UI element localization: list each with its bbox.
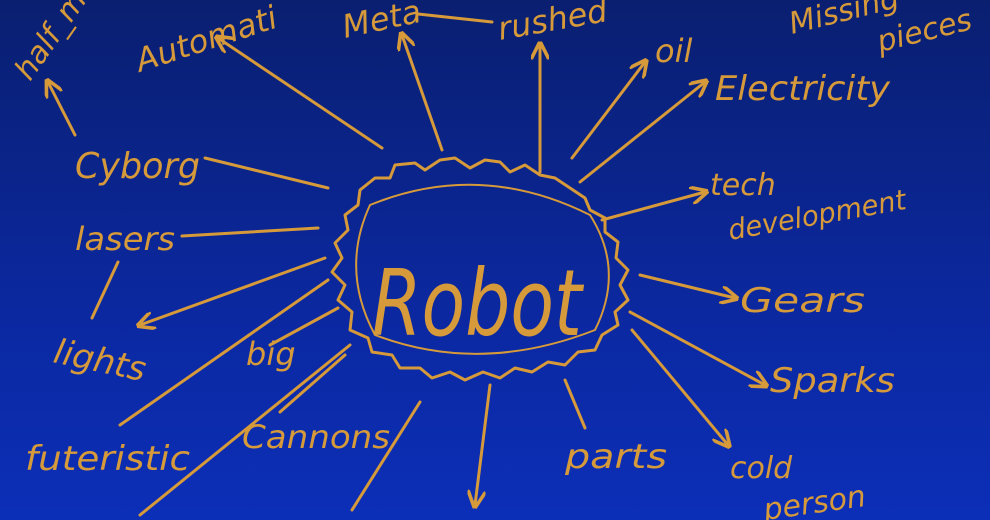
line-parts — [563, 378, 587, 430]
label-gears: Gears — [740, 281, 865, 321]
line-lasers — [180, 226, 320, 238]
label-tech: tech — [710, 168, 776, 203]
arrow-tech — [600, 192, 705, 222]
label-oil: oil — [655, 32, 692, 70]
center-label: Robot — [372, 250, 584, 357]
line-bottom-left — [138, 343, 352, 517]
line-lights-up — [90, 260, 120, 320]
gear-outline — [330, 156, 630, 382]
arrow-gears — [638, 273, 735, 298]
label-rushed: rushed — [495, 0, 611, 48]
label-futeristic: futeristic — [25, 439, 190, 479]
gear-inner-ring — [355, 183, 610, 355]
arrow-bottom — [475, 383, 492, 505]
label-metal: Meta — [339, 0, 425, 46]
arrow-electricity — [578, 82, 705, 184]
label-parts: parts — [564, 437, 667, 477]
line-cyborg — [203, 156, 330, 190]
line-metal-rushed — [416, 12, 494, 24]
label-lasers: lasers — [75, 220, 175, 258]
label-automatic: Automati — [129, 0, 282, 80]
arrow-lights — [140, 256, 327, 325]
label-cold: cold — [730, 451, 793, 486]
line-cannons-up — [278, 353, 347, 414]
label-cannons: Cannons — [242, 418, 390, 456]
connectors — [48, 12, 765, 517]
label-electricity: Electricity — [715, 69, 891, 109]
label-lights: lights — [50, 332, 149, 390]
arrow-sparks — [628, 310, 765, 385]
label-sparks: Sparks — [770, 361, 895, 401]
arrow-automatic — [218, 38, 384, 150]
line-bottom-mid — [350, 400, 422, 512]
label-big: big — [246, 335, 296, 373]
arrow-metal — [402, 35, 444, 152]
arrow-half — [48, 82, 77, 137]
center-gear — [330, 156, 630, 382]
label-cyborg: Cyborg — [75, 146, 200, 187]
arrow-oil — [570, 62, 645, 160]
line-futeristic — [118, 278, 330, 427]
label-half: half_m — [8, 0, 94, 87]
line-big — [268, 306, 340, 347]
arrow-cold — [630, 328, 728, 445]
